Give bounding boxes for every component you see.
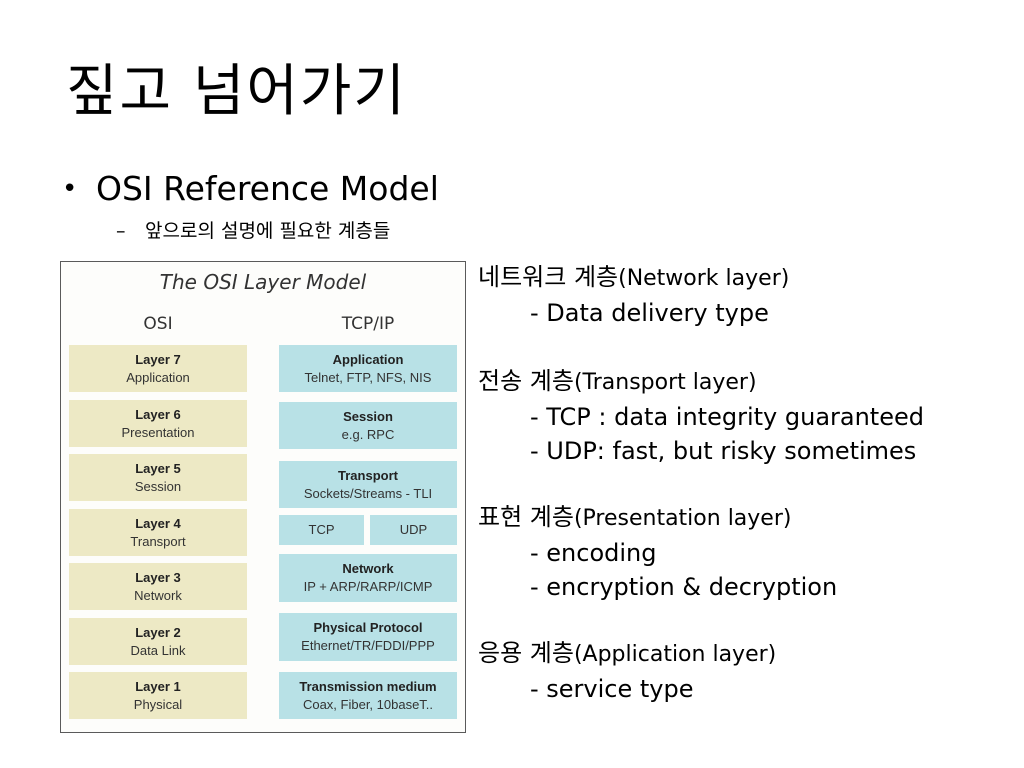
osi-layer-7: Layer 7 Application: [69, 345, 247, 392]
udp-label: UDP: [399, 522, 428, 537]
layer-desc: e.g. RPC: [341, 426, 395, 442]
osi-layer-6: Layer 6 Presentation: [69, 400, 247, 447]
layer-name: Physical Protocol: [313, 620, 423, 635]
layer-name: Transport: [338, 467, 398, 483]
layer-desc: Transport: [130, 533, 186, 549]
tcp-network: Network IP + ARP/RARP/ICMP: [279, 554, 457, 602]
layer-name: Layer 4: [135, 515, 181, 531]
layer-name: Layer 3: [135, 569, 181, 585]
note-heading: 응용 계층(Application layer): [478, 636, 776, 672]
network-layer-note: 네트워크 계층(Network layer) - Data delivery t…: [478, 260, 789, 330]
layer-name: Layer 7: [135, 351, 181, 367]
udp-box: UDP: [370, 515, 457, 545]
layer-desc: Coax, Fiber, 10baseT..: [302, 696, 434, 712]
presentation-layer-note: 표현 계층(Presentation layer) - encoding - e…: [478, 500, 837, 604]
note-heading-ko: 전송 계층: [478, 367, 574, 395]
note-heading-ko: 네트워크 계층: [478, 263, 619, 291]
tcp-session: Session e.g. RPC: [279, 402, 457, 449]
layer-name: Layer 1: [135, 678, 181, 694]
layer-name: Network: [342, 561, 394, 576]
osi-layer-3: Layer 3 Network: [69, 563, 247, 610]
tcp-box: TCP: [279, 515, 364, 545]
note-heading-en: (Network layer): [618, 266, 790, 291]
osi-layer-5: Layer 5 Session: [69, 454, 247, 501]
tcp-column-header: TCP/IP: [341, 314, 395, 334]
note-item: - TCP : data integrity guaranteed: [530, 403, 924, 431]
osi-layer-4: Layer 4 Transport: [69, 509, 247, 556]
tcp-application: Application Telnet, FTP, NFS, NIS: [279, 345, 457, 392]
layer-name: Layer 6: [135, 406, 181, 422]
note-heading-en: (Presentation layer): [573, 506, 792, 531]
layer-desc: Network: [134, 587, 182, 603]
note-item: - encoding: [530, 539, 657, 567]
layer-name: Session: [343, 408, 393, 424]
note-heading: 네트워크 계층(Network layer): [478, 260, 789, 296]
sub-bullet: – 앞으로의 설명에 필요한 계층들: [116, 216, 390, 246]
dash-icon: –: [116, 220, 126, 242]
bullet-text: OSI Reference Model: [96, 169, 439, 208]
note-item: - Data delivery type: [530, 299, 769, 327]
note-heading-en: (Transport layer): [573, 370, 757, 395]
note-heading: 전송 계층(Transport layer): [478, 364, 924, 400]
layer-desc: IP + ARP/RARP/ICMP: [303, 579, 433, 594]
layer-desc: Ethernet/TR/FDDI/PPP: [301, 638, 435, 653]
note-heading: 표현 계층(Presentation layer): [478, 500, 837, 536]
layer-name: Layer 2: [135, 624, 181, 640]
layer-desc: Telnet, FTP, NFS, NIS: [304, 369, 432, 385]
sub-bullet-text: 앞으로의 설명에 필요한 계층들: [145, 220, 391, 242]
tcp-transmission-medium: Transmission medium Coax, Fiber, 10baseT…: [279, 672, 457, 719]
osi-layer-1: Layer 1 Physical: [69, 672, 247, 719]
tcp-label: TCP: [308, 522, 335, 537]
layer-name: Application: [332, 351, 404, 367]
slide-title: 짚고 넘어가기: [66, 59, 407, 124]
application-layer-note: 응용 계층(Application layer) - service type: [478, 636, 776, 706]
tcp-physical-protocol: Physical Protocol Ethernet/TR/FDDI/PPP: [279, 613, 457, 661]
note-item: - UDP: fast, but risky sometimes: [530, 437, 917, 465]
note-heading-ko: 표현 계층: [478, 503, 574, 531]
note-heading-ko: 응용 계층: [478, 639, 574, 667]
layer-desc: Presentation: [121, 424, 195, 440]
layer-desc: Data Link: [130, 642, 186, 658]
main-bullet: • OSI Reference Model: [62, 166, 439, 212]
osi-layer-2: Layer 2 Data Link: [69, 618, 247, 665]
layer-desc: Application: [126, 369, 190, 385]
osi-column-header: OSI: [143, 314, 173, 334]
layer-desc: Physical: [133, 696, 183, 712]
layer-desc: Session: [134, 478, 182, 494]
figure-title: The OSI Layer Model: [159, 270, 367, 294]
osi-layer-figure: The OSI Layer Model OSI TCP/IP Layer 7 A…: [60, 261, 466, 733]
layer-name: Transmission medium: [299, 678, 437, 694]
note-heading-en: (Application layer): [573, 642, 777, 667]
tcp-transport: Transport Sockets/Streams - TLI: [279, 461, 457, 508]
note-item: - service type: [530, 675, 694, 703]
transport-layer-note: 전송 계층(Transport layer) - TCP : data inte…: [478, 364, 924, 468]
layer-name: Layer 5: [135, 460, 181, 476]
note-item: - encryption & decryption: [530, 573, 838, 601]
bullet-icon: •: [62, 174, 78, 204]
layer-desc: Sockets/Streams - TLI: [303, 485, 433, 501]
